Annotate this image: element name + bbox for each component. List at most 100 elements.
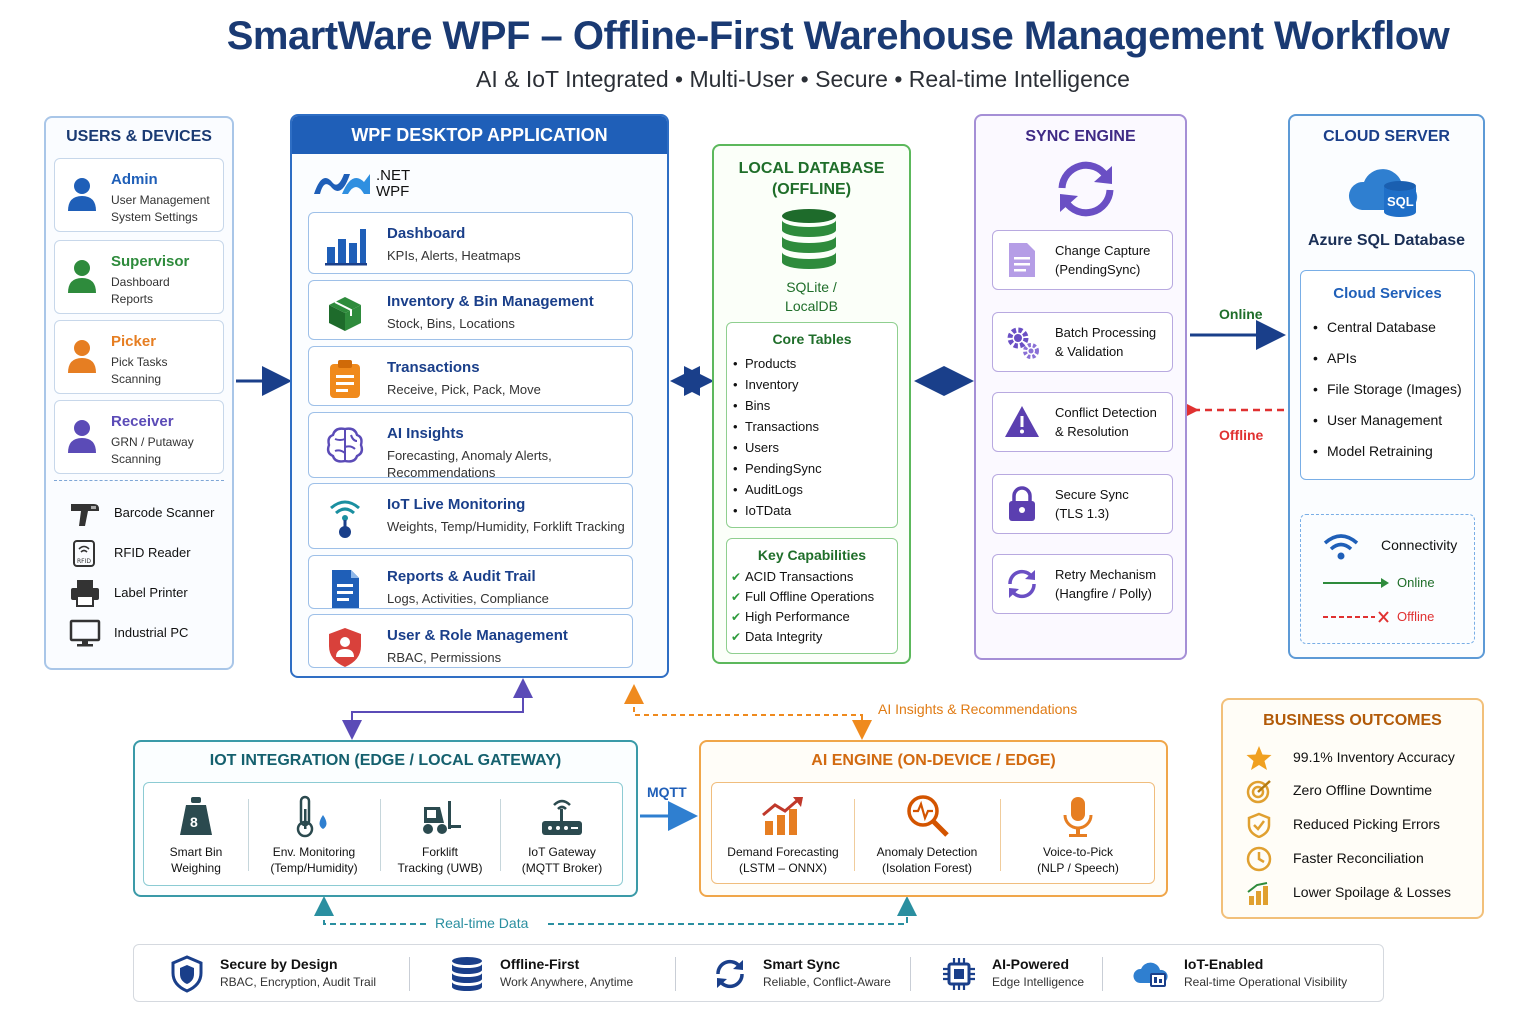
realtime-data-label: Real-time Data — [435, 915, 529, 931]
sync-step: Retry Mechanism(Hangfire / Polly) — [992, 554, 1173, 614]
core-table-item: Inventory — [733, 374, 897, 395]
cloud-server-panel: CLOUD SERVER SQL Azure SQL Database Clou… — [1288, 114, 1485, 659]
capability-item: Data Integrity — [731, 627, 897, 647]
document-icon — [1009, 243, 1035, 277]
iot-tile-forklift: Forklift Tracking (UWB) — [380, 783, 500, 887]
offline-label: Offline — [1219, 427, 1264, 443]
cloud-service-item: Central Database — [1313, 312, 1474, 343]
capability-item: Full Offline Operations — [731, 587, 897, 607]
monitor-icon — [69, 619, 101, 647]
feature-offline-first: Offline-First Work Anywhere, Anytime — [448, 953, 668, 995]
scale-icon: 8 — [180, 797, 212, 835]
wireless-sensor-icon — [330, 500, 360, 538]
database-icon — [452, 957, 482, 991]
sync-engine-panel: SYNC ENGINE Change Capture(PendingSync) B… — [974, 114, 1187, 660]
forklift-icon — [423, 801, 461, 834]
database-icon — [782, 209, 836, 269]
user-avatar-icon — [68, 420, 96, 453]
target-icon — [1246, 780, 1271, 804]
cloud-server-title: CLOUD SERVER — [1323, 128, 1450, 145]
iot-integration-panel: IOT INTEGRATION (EDGE / LOCAL GATEWAY) 8… — [133, 740, 638, 897]
svg-text:SQL: SQL — [1387, 194, 1414, 209]
iot-tiles: 8 Smart Bin Weighing Env. Monitoring (Te… — [143, 782, 623, 886]
router-icon — [542, 799, 582, 835]
business-outcomes-panel: BUSINESS OUTCOMES 99.1% Inventory Accura… — [1221, 698, 1484, 919]
device-label-printer: Label Printer — [68, 578, 228, 608]
core-tables-box: Core Tables ProductsInventoryBinsTransac… — [726, 322, 898, 528]
printer-icon — [71, 580, 99, 607]
local-db-title: LOCAL DATABASE (OFFLINE) — [738, 160, 885, 198]
retry-icon — [1008, 569, 1036, 599]
sync-cycle-icon — [1058, 161, 1114, 217]
wifi-icon — [1323, 534, 1359, 560]
core-table-item: IoTData — [733, 500, 897, 521]
capabilities-box: Key Capabilities ACID TransactionsFull O… — [726, 538, 898, 654]
ai-engine-panel: AI ENGINE (ON-DEVICE / EDGE) Demand Fore… — [699, 740, 1168, 897]
online-label: Online — [1219, 306, 1263, 322]
gears-icon — [1007, 327, 1039, 359]
microphone-icon — [1063, 797, 1093, 837]
core-table-item: Bins — [733, 395, 897, 416]
wpf-app-panel: WPF DESKTOP APPLICATION .NET WPF Dashboa… — [290, 114, 669, 678]
cloud-service-item: APIs — [1313, 343, 1474, 374]
core-table-item: Products — [733, 353, 897, 374]
core-table-item: Transactions — [733, 416, 897, 437]
ai-insights-label: AI Insights & Recommendations — [878, 701, 1078, 717]
svg-text:8: 8 — [190, 814, 198, 830]
barcode-scanner-icon — [71, 504, 99, 526]
local-db-engine: SQLite / LocalDB — [785, 279, 838, 314]
feature-secure: Secure by Design RBAC, Encryption, Audit… — [168, 953, 398, 995]
star-icon — [1246, 746, 1272, 770]
sync-step: Secure Sync(TLS 1.3) — [992, 474, 1173, 534]
lock-icon — [1009, 486, 1035, 521]
sync-engine-title: SYNC ENGINE — [1025, 128, 1136, 145]
dotnet-logo-icon — [314, 174, 370, 194]
ai-to-wpf-arrow — [624, 684, 863, 736]
sync-step: Change Capture(PendingSync) — [992, 230, 1173, 290]
page-subtitle: AI & IoT Integrated • Multi-User • Secur… — [476, 66, 1130, 92]
azure-sql-icon: SQL — [1348, 169, 1418, 217]
azure-sql-label: Azure SQL Database — [1307, 232, 1466, 249]
warning-icon — [1005, 406, 1039, 437]
outcome-item: Lower Spoilage & Losses — [1245, 879, 1481, 907]
box-icon — [329, 297, 361, 331]
outcome-item: Zero Offline Downtime — [1245, 777, 1481, 805]
connectivity-legend: Connectivity Online Offline — [1300, 514, 1475, 644]
capability-item: ACID Transactions — [731, 567, 897, 587]
feature-iot-enabled: IoT-Enabled Real-time Operational Visibi… — [1132, 953, 1372, 995]
ai-tile-anomaly-detection: Anomaly Detection (Isolation Forest) — [854, 783, 1000, 887]
dotnet-logo-text: .NET WPF — [376, 167, 411, 200]
feature-bar: Secure by Design RBAC, Encryption, Audit… — [133, 944, 1384, 1002]
shield-user-icon — [329, 628, 361, 667]
core-table-item: AuditLogs — [733, 479, 897, 500]
svg-text:RFID: RFID — [77, 558, 91, 565]
wpf-iot-arrow — [342, 690, 524, 740]
capability-item: High Performance — [731, 607, 897, 627]
chip-icon — [943, 958, 975, 990]
growth-chart-icon — [1247, 882, 1268, 905]
outcome-item: Reduced Picking Errors — [1245, 811, 1481, 839]
iot-title: IOT INTEGRATION (EDGE / LOCAL GATEWAY) — [209, 752, 562, 769]
iot-tile-env-monitoring: Env. Monitoring (Temp/Humidity) — [248, 783, 380, 887]
ai-tile-voice-to-pick: Voice-to-Pick (NLP / Speech) — [1000, 783, 1156, 887]
cloud-device-icon — [1133, 962, 1168, 987]
sync-step: Batch Processing& Validation — [992, 312, 1173, 372]
page-title: SmartWare WPF – Offline-First Warehouse … — [226, 14, 1450, 58]
clock-icon — [1246, 846, 1272, 872]
device-barcode-scanner: Barcode Scanner — [68, 498, 228, 528]
shield-icon — [171, 955, 203, 993]
iot-tile-gateway: IoT Gateway (MQTT Broker) — [500, 783, 624, 887]
ai-engine-title: AI ENGINE (ON-DEVICE / EDGE) — [811, 752, 1056, 769]
users-devices-title: USERS & DEVICES — [66, 128, 212, 145]
